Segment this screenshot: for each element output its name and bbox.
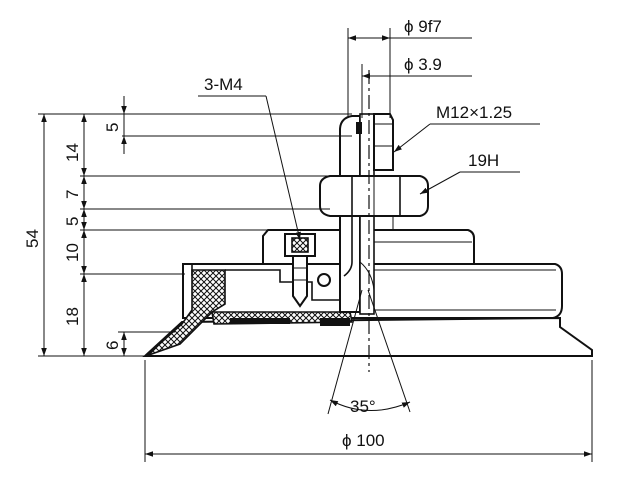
pad-body: [142, 113, 593, 357]
label-thread: M12×1.25: [436, 103, 512, 122]
label-pad-diameter: ϕ 100: [342, 431, 385, 450]
label-overall-height: 54: [23, 229, 42, 248]
threaded-fitting: [373, 113, 394, 171]
bottom-dimensions: [144, 289, 593, 462]
screw-shank: [292, 255, 308, 308]
label-height-10: 10: [63, 243, 82, 262]
label-screws: 3-M4: [204, 75, 243, 94]
left-dimensions: [38, 96, 352, 357]
label-bore-inner: ϕ 3.9: [404, 55, 442, 74]
label-height-6: 6: [103, 341, 122, 350]
label-angle: 35°: [350, 397, 376, 416]
label-hex: 19H: [468, 151, 499, 170]
label-height-5-mid: 5: [63, 217, 82, 226]
top-dimensions: [198, 28, 540, 241]
section-hatch-rubber: [145, 269, 226, 357]
label-bore-outer: ϕ 9f7: [404, 17, 442, 36]
label-height-7: 7: [63, 190, 82, 199]
label-height-14: 14: [63, 143, 82, 162]
label-height-18: 18: [63, 307, 82, 326]
label-height-5-top: 5: [103, 123, 122, 132]
